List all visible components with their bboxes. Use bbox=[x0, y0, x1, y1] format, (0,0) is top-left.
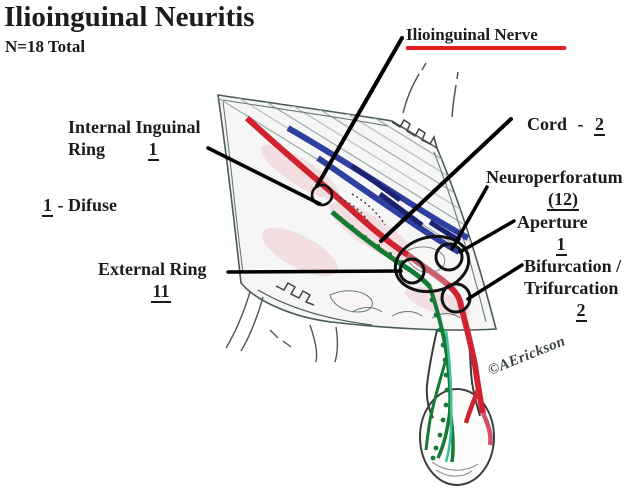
scrotum-outline bbox=[419, 388, 495, 486]
crenellation-bottom-left bbox=[275, 281, 315, 306]
label-diffuse-note: 1 - Difuse bbox=[42, 194, 117, 217]
leader-ilioinguinal-nerve bbox=[315, 36, 404, 188]
leader-cord bbox=[379, 117, 513, 243]
cord-separator: - bbox=[577, 114, 584, 134]
retraction-strings bbox=[402, 62, 459, 118]
label-ilioinguinal-nerve: Ilioinguinal Nerve bbox=[406, 25, 566, 50]
bottom-band-line bbox=[257, 289, 373, 326]
internal-ring-word: Ring bbox=[68, 139, 106, 159]
aperture-count-row: 1 bbox=[517, 233, 605, 256]
external-ring-count: 11 bbox=[151, 281, 171, 303]
label-internal-inguinal-ring: Internal Inguinal Ring 1 bbox=[68, 116, 201, 161]
bifurcation-line2: Trifurcation bbox=[524, 278, 619, 298]
leader-neuroperforatum bbox=[450, 185, 489, 251]
spermatic-cord-and-scrotum bbox=[419, 329, 495, 486]
blue-vessel-upper bbox=[286, 125, 470, 241]
bifurcation-count-row: 2 bbox=[524, 299, 638, 322]
crenellation-top-right bbox=[391, 118, 438, 149]
leader-external-ring bbox=[226, 269, 403, 274]
leader-internal-ring bbox=[206, 146, 322, 206]
page-title: Ilioinguinal Neuritis bbox=[4, 1, 255, 33]
label-bifurcation: Bifurcation / Trifurcation 2 bbox=[524, 255, 638, 322]
bifurcation-count: 2 bbox=[575, 300, 587, 322]
label-external-ring: External Ring 11 bbox=[98, 258, 224, 303]
red-nerve-main bbox=[244, 115, 410, 258]
red-branch-right bbox=[480, 412, 493, 446]
circle-internal-ring bbox=[310, 183, 334, 207]
ilioinguinal-nerve-text: Ilioinguinal Nerve bbox=[406, 25, 538, 44]
circle-aperture bbox=[434, 242, 464, 272]
label-neuroperforatum: Neuroperforatum (12) bbox=[486, 166, 640, 211]
neuroperforatum-blob bbox=[404, 246, 446, 273]
external-ring-count-row: 11 bbox=[98, 280, 224, 303]
internal-ring-line1: Internal Inguinal bbox=[68, 117, 201, 137]
bifurcation-line1: Bifurcation / bbox=[524, 256, 622, 276]
diffuse-count: 1 bbox=[42, 195, 53, 217]
blue-vessel-dark-segment2 bbox=[378, 191, 424, 228]
cord-count: 2 bbox=[594, 114, 605, 136]
label-aperture: Aperture 1 bbox=[517, 211, 605, 256]
green-nerve-upper bbox=[330, 210, 432, 289]
green-nerve bbox=[330, 210, 455, 463]
neuroperforatum-text: Neuroperforatum bbox=[486, 167, 623, 187]
external-ring-text: External Ring bbox=[98, 259, 207, 279]
scrotum-shading-arcs bbox=[431, 461, 479, 477]
leader-bifurcation bbox=[466, 263, 524, 301]
red-branch-left bbox=[463, 389, 481, 424]
aperture-text: Aperture bbox=[517, 212, 588, 232]
red-underline-bar bbox=[406, 46, 566, 50]
diffuse-text: - Difuse bbox=[57, 195, 118, 215]
neuroperforatum-count: (12) bbox=[547, 189, 579, 211]
internal-ring-line2: Ring 1 bbox=[68, 138, 201, 161]
aperture-count: 1 bbox=[555, 234, 567, 256]
leader-lines bbox=[206, 36, 524, 301]
sample-size-label: N=18 Total bbox=[5, 37, 86, 56]
internal-ring-count: 1 bbox=[147, 139, 159, 161]
teal-nerve-line bbox=[444, 329, 453, 463]
leader-aperture bbox=[458, 219, 516, 254]
cord-left-edge bbox=[425, 329, 438, 419]
cord-text: Cord bbox=[527, 114, 567, 134]
label-cord: Cord - 2 bbox=[527, 113, 605, 136]
thigh-sketch-lines bbox=[225, 291, 339, 363]
flap-top-inner-line bbox=[222, 99, 389, 127]
neuroperforatum-count-row: (12) bbox=[486, 188, 640, 211]
flap-left-inner-line bbox=[222, 101, 244, 273]
green-branch-left bbox=[424, 355, 449, 451]
